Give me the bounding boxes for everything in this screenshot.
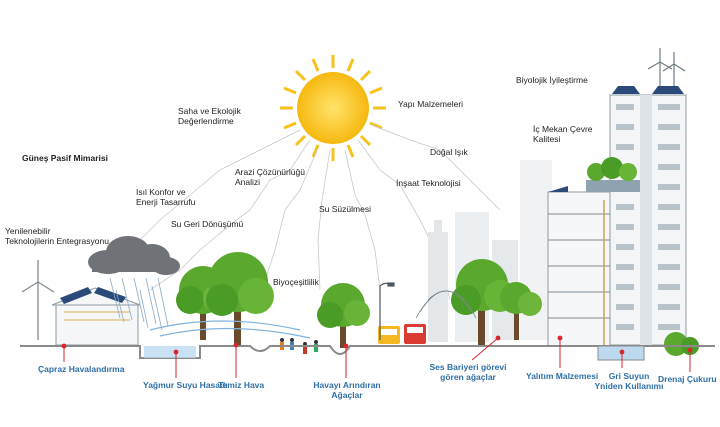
- left-house: [51, 287, 141, 346]
- tree-icon: [500, 282, 542, 340]
- label-saha: Saha ve Ekolojik Değerlendirme: [178, 106, 241, 126]
- street-lamp-icon: [379, 282, 395, 340]
- water-flow: [149, 320, 311, 339]
- sun-icon: [280, 55, 386, 161]
- tree-icon: [206, 252, 274, 345]
- energy-lines: [134, 124, 501, 301]
- marker-leaders: [63, 337, 691, 378]
- label-yapi: Yapı Malzemeleri: [398, 99, 464, 109]
- label-temiz-hava: Temiz Hava: [218, 380, 265, 390]
- rain: [109, 277, 169, 331]
- label-gunes-pasif: Güneş Pasif Mimarisi: [22, 153, 108, 163]
- ground: [20, 345, 715, 361]
- label-drenaj: Drenaj Çukuru: [658, 374, 717, 384]
- label-biyocesitlilik: Biyoçeşitlilik: [273, 277, 319, 287]
- label-yalitim: Yalıtım Malzemesi: [526, 371, 599, 381]
- label-havayi: Havayı Arındıran Ağaçlar: [313, 380, 381, 400]
- label-arazi: Arazi Çözünürlüğü Analizi: [235, 167, 305, 187]
- tree-icon: [664, 332, 699, 356]
- label-ses-bariyeri: Ses Bariyeri görevi gören ağaçlar: [429, 362, 507, 382]
- truck-icon: [404, 324, 426, 344]
- tree-icon: [317, 283, 370, 348]
- solar-panel-icon: [548, 186, 568, 192]
- label-capraz: Çapraz Havalandırma: [38, 364, 125, 374]
- label-isil: Isıl Konfor ve Enerji Tasarrufu: [136, 187, 196, 207]
- label-su-suzulmesi: Su Süzülmesi: [319, 204, 371, 214]
- solar-panel-icon: [612, 86, 684, 94]
- label-yagmur: Yağmur Suyu Hasadı: [143, 380, 228, 390]
- bus-icon: [378, 326, 400, 344]
- tree-icon: [586, 157, 640, 192]
- noise-waves: [415, 290, 477, 319]
- label-biyolojik: Biyolojik İyileştirme: [516, 75, 588, 85]
- label-gri-suyun: Gri Suyun Yniden Kullanımı: [594, 371, 664, 391]
- cloud-icon: [88, 236, 180, 275]
- label-su-geri: Su Geri Dönüşümü: [171, 219, 244, 229]
- label-insaat: İnşaat Teknolojisi: [396, 178, 461, 188]
- label-ic-mekan: İç Mekan Çevre Kalitesi: [533, 124, 593, 144]
- mid-building: [547, 157, 640, 347]
- label-dogal-isik: Doğal Işık: [430, 147, 468, 157]
- tall-building: [609, 86, 687, 346]
- wind-turbine-icon: [647, 48, 686, 86]
- wind-turbine-icon: [21, 260, 55, 340]
- rain-tank: [144, 346, 196, 358]
- label-yenilenebilir: Yenilenebilir Teknolojilerin Entegrasyon…: [5, 226, 109, 246]
